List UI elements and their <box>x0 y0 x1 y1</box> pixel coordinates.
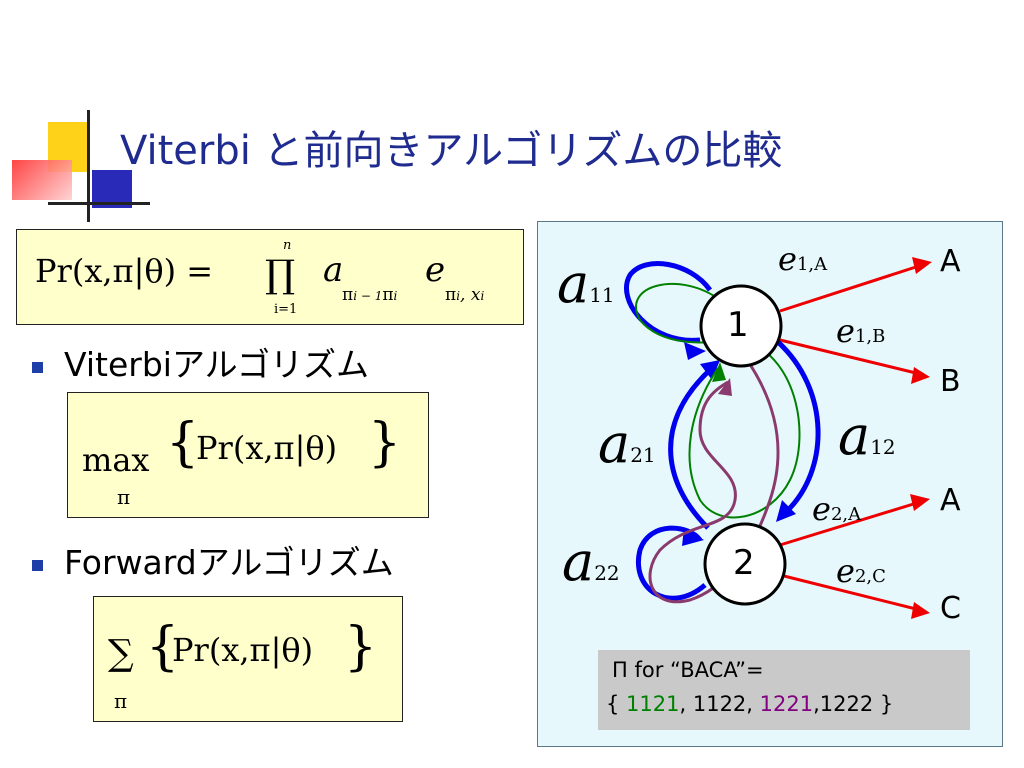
transition-a21 <box>668 366 714 530</box>
path-1121: 1121 <box>626 692 680 716</box>
bullet-marker <box>32 560 43 571</box>
label-a22: a22 <box>562 530 620 593</box>
product-lower: i=1 <box>274 302 298 317</box>
legend-line-1: Π for “BACA”= <box>612 658 764 682</box>
formula-lhs: Pr(x,π|θ) = <box>35 252 224 290</box>
label-e2C: e2,C <box>836 552 886 590</box>
output-A-1: A <box>940 244 961 279</box>
term-a: a <box>323 250 344 290</box>
brace-close: } <box>368 413 402 473</box>
arrowhead <box>776 500 796 522</box>
term-e-sub: πi, xi <box>445 285 485 305</box>
arrowhead <box>911 367 930 384</box>
label-e2A: e2,A <box>812 490 862 528</box>
term-e: e <box>425 250 446 290</box>
label-a12: a12 <box>838 404 896 467</box>
output-B: B <box>940 364 961 399</box>
forward-sub: π <box>114 689 128 713</box>
viterbi-body: Pr(x,π|θ) <box>196 429 338 467</box>
arrowhead <box>718 378 732 396</box>
state-1-label: 1 <box>727 305 749 345</box>
bullet-viterbi: Viterbiアルゴリズム <box>64 345 369 384</box>
arrowhead <box>684 342 706 360</box>
arrowhead <box>911 602 930 619</box>
emission-arrow-2A <box>779 500 921 547</box>
term-a-sub: πi − 1πi <box>342 285 398 305</box>
forward-sum: ∑ <box>108 633 134 674</box>
viterbi-sub: π <box>117 485 131 509</box>
transition-a12 <box>776 340 821 514</box>
state-2-node <box>703 522 787 606</box>
arrowhead <box>910 494 930 511</box>
arrowhead <box>712 362 726 382</box>
brace-close: } <box>344 617 378 677</box>
formula-viterbi: max π { Pr(x,π|θ) } <box>67 392 429 518</box>
path-1221: 1221 <box>759 692 814 716</box>
emission-arrow-2C <box>779 573 921 612</box>
transition-a22 <box>636 525 707 601</box>
path-purple <box>648 349 780 604</box>
formula-joint-probability: Pr(x,π|θ) = ∏ n i=1 a πi − 1πi e πi, xi <box>16 229 524 325</box>
legend-line-2: { 1121, 1122, 1221,1222 } <box>606 692 894 716</box>
label-a21: a21 <box>598 412 656 475</box>
formula-forward: ∑ π { Pr(x,π|θ) } <box>93 596 403 722</box>
bullet-forward: Forwardアルゴリズム <box>64 543 394 582</box>
brace-open: { <box>166 413 200 473</box>
brace-open: { <box>146 617 180 677</box>
output-C: C <box>940 591 961 626</box>
output-A-2: A <box>940 483 961 518</box>
page-title: Viterbi と前向きアルゴリズムの比較 <box>120 128 783 174</box>
bullet-marker <box>32 362 43 373</box>
slide-logo <box>0 110 150 230</box>
transition-a11 <box>624 261 713 343</box>
arrowhead <box>912 257 932 274</box>
product-upper: n <box>283 238 292 253</box>
path-set-legend: Π for “BACA”= { 1121, 1122, 1221,1222 } <box>598 650 970 730</box>
label-e1B: e1,B <box>836 312 886 350</box>
path-green <box>635 282 801 519</box>
forward-body: Pr(x,π|θ) <box>172 631 314 669</box>
emission-arrow-1A <box>779 263 923 313</box>
label-e1A: e1,A <box>778 240 828 278</box>
state-1-node <box>699 284 783 368</box>
label-a11: a11 <box>557 252 615 315</box>
emission-arrow-1B <box>779 338 921 376</box>
state-2-label: 2 <box>733 543 755 583</box>
arrowhead <box>700 360 720 380</box>
viterbi-max: max <box>82 441 150 479</box>
product-symbol: ∏ <box>265 252 296 296</box>
